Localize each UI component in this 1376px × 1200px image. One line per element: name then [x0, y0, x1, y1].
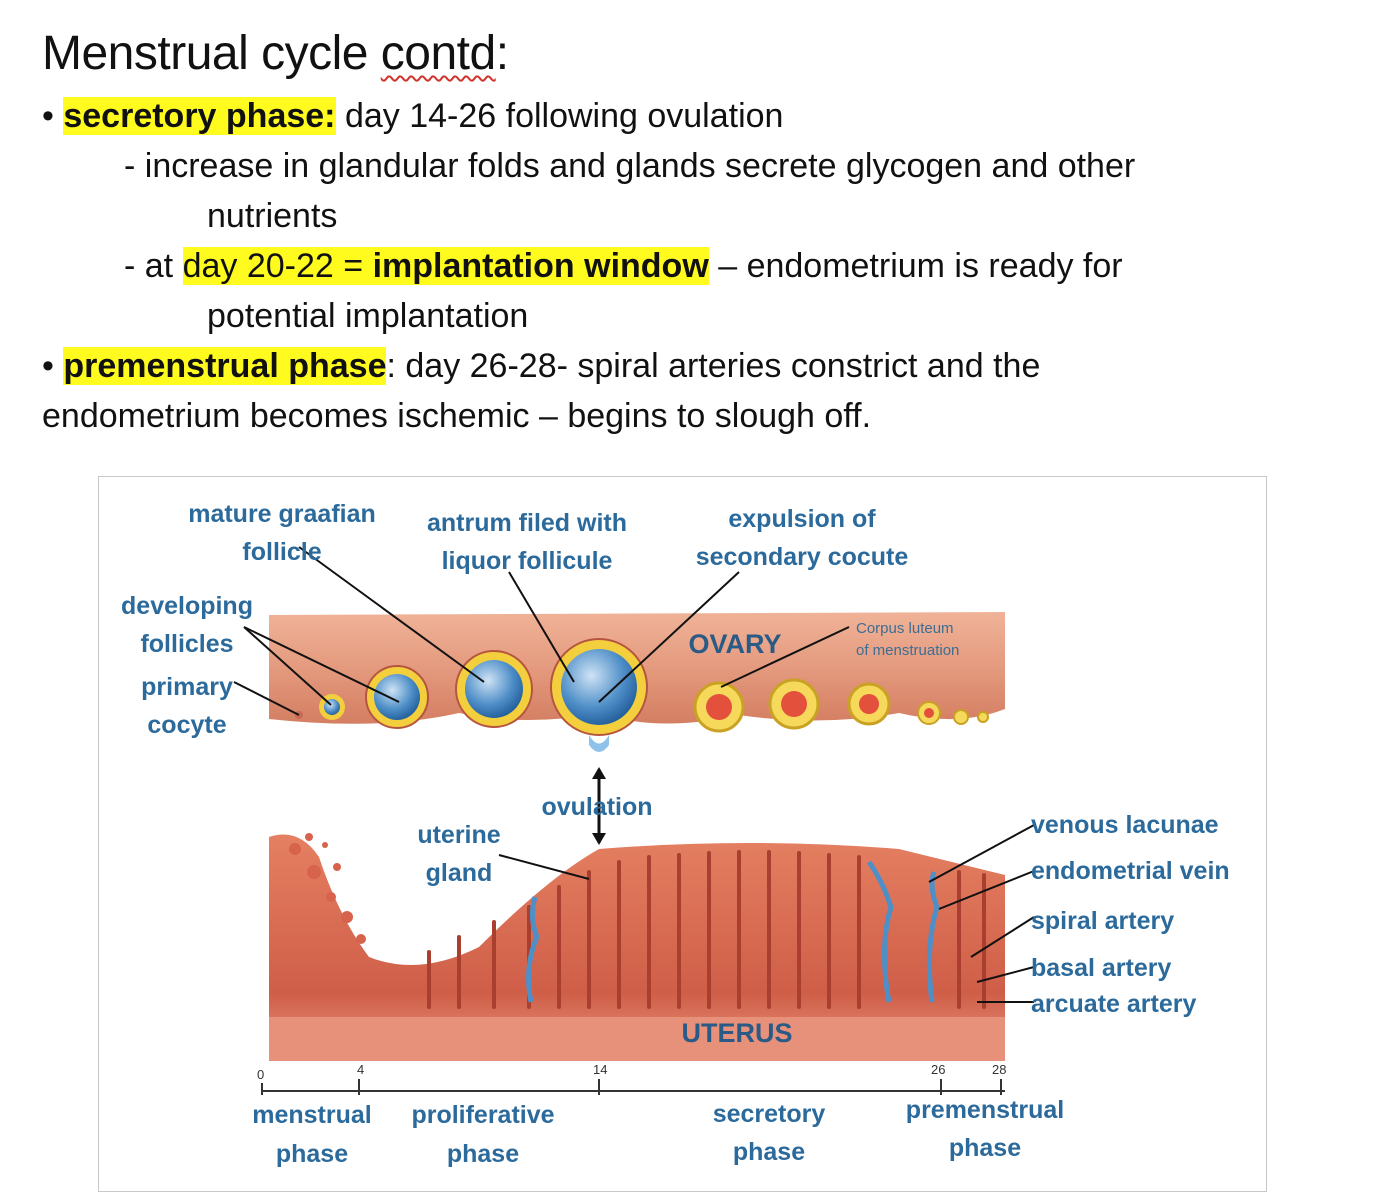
premenstrual-phase-desc: : day 26-28- spiral arteries constrict a…	[386, 347, 1041, 385]
implantation-prefix: - at	[124, 247, 183, 285]
bullet-dot: •	[42, 347, 54, 385]
tick-label: 26	[931, 1062, 945, 1077]
tick-label: 14	[593, 1062, 607, 1077]
menstrual-debris	[289, 833, 366, 944]
tick-label: 28	[992, 1062, 1006, 1077]
label-expulsion-2: secondary cocute	[696, 543, 909, 571]
bullet-dot: •	[42, 97, 54, 135]
follicle-group	[295, 638, 989, 752]
bullet-premenstrual-phase: • premenstrual phase: day 26-28- spiral …	[42, 346, 1040, 386]
uterus-myometrium	[269, 1017, 1005, 1061]
label-mature-follicle-1: mature graafian	[188, 500, 376, 528]
venous-lacunae-vessel	[926, 871, 940, 1003]
label-uterus: UTERUS	[681, 1018, 792, 1048]
bullet-secretory-phase: • secretory phase: day 14-26 following o…	[42, 96, 783, 136]
endometrial-vein-vessel	[866, 860, 894, 1003]
tick-label: 0	[257, 1067, 264, 1082]
implantation-rest: – endometrium is ready for	[708, 247, 1123, 285]
phase-proliferative-1: proliferative	[411, 1101, 554, 1129]
title-colon: :	[495, 27, 509, 80]
implantation-days: day 20-22 =	[182, 247, 373, 285]
phase-premenstrual-1: premenstrual	[906, 1096, 1064, 1124]
label-uterine-2: gland	[426, 859, 493, 887]
title-spellcheck-word: contd	[380, 27, 496, 80]
label-expulsion-1: expulsion of	[728, 505, 876, 533]
cycle-diagram-svg: mature graafian follicle antrum filed wi…	[121, 500, 1230, 1168]
timeline-axis	[261, 1079, 1005, 1095]
uterus-endometrium	[269, 834, 1005, 1061]
secretory-sub-glands-cont: nutrients	[207, 197, 338, 235]
label-corpus-2: of menstruation	[856, 642, 959, 659]
corpus-albicans-icon	[953, 709, 969, 725]
secretory-phase-days: day 14-26 following ovulation	[335, 97, 784, 135]
label-spiral-artery: spiral artery	[1031, 907, 1174, 935]
label-antrum-1: antrum filed with	[427, 509, 627, 537]
premenstrual-phase-cont: endometrium becomes ischemic – begins to…	[42, 397, 872, 435]
label-primary-1: primary	[141, 673, 233, 701]
label-endometrial-vein: endometrial vein	[1031, 857, 1230, 885]
spiral-artery-vessel	[526, 896, 540, 1003]
corpus-albicans-icon	[977, 711, 989, 723]
label-developing-1: developing	[121, 592, 253, 620]
secretory-sub-implantation: - at day 20-22 = implantation window – e…	[124, 246, 1123, 286]
label-arcuate-artery: arcuate artery	[1031, 990, 1196, 1018]
uterine-gland-stripes	[427, 850, 986, 1009]
cycle-diagram: mature graafian follicle antrum filed wi…	[98, 476, 1267, 1192]
secretory-sub-implantation-cont: potential implantation	[207, 297, 529, 335]
slide-title: Menstrual cycle contd:	[42, 26, 509, 81]
label-ovary: OVARY	[688, 629, 781, 659]
leader-lines	[233, 546, 1035, 1003]
secretory-sub-glands: - increase in glandular folds and glands…	[124, 147, 1136, 185]
premenstrual-phase-term: premenstrual phase	[63, 347, 387, 385]
implantation-window-term: implantation window	[372, 247, 709, 285]
phase-premenstrual-2: phase	[949, 1134, 1021, 1162]
phase-proliferative-2: phase	[447, 1140, 519, 1168]
phase-secretory-2: phase	[733, 1138, 805, 1166]
title-text: Menstrual cycle	[42, 27, 381, 80]
tick-label: 4	[357, 1062, 364, 1077]
label-mature-follicle-2: follicle	[242, 538, 321, 566]
label-antrum-2: liquor follicule	[442, 547, 613, 575]
ovulation-arrow	[592, 767, 606, 845]
label-developing-2: follicles	[140, 630, 233, 658]
label-uterine-1: uterine	[417, 821, 500, 849]
phase-secretory-1: secretory	[713, 1100, 826, 1128]
ovum-release-icon	[589, 735, 609, 752]
label-ovulation: ovulation	[541, 793, 652, 821]
label-primary-2: cocyte	[147, 711, 226, 739]
label-basal-artery: basal artery	[1031, 954, 1171, 982]
label-venous-lacunae: venous lacunae	[1031, 811, 1219, 839]
phase-menstrual-2: phase	[276, 1140, 348, 1168]
label-corpus-1: Corpus luteum	[856, 620, 954, 637]
secretory-phase-term: secretory phase:	[63, 97, 336, 135]
phase-menstrual-1: menstrual	[252, 1101, 371, 1129]
